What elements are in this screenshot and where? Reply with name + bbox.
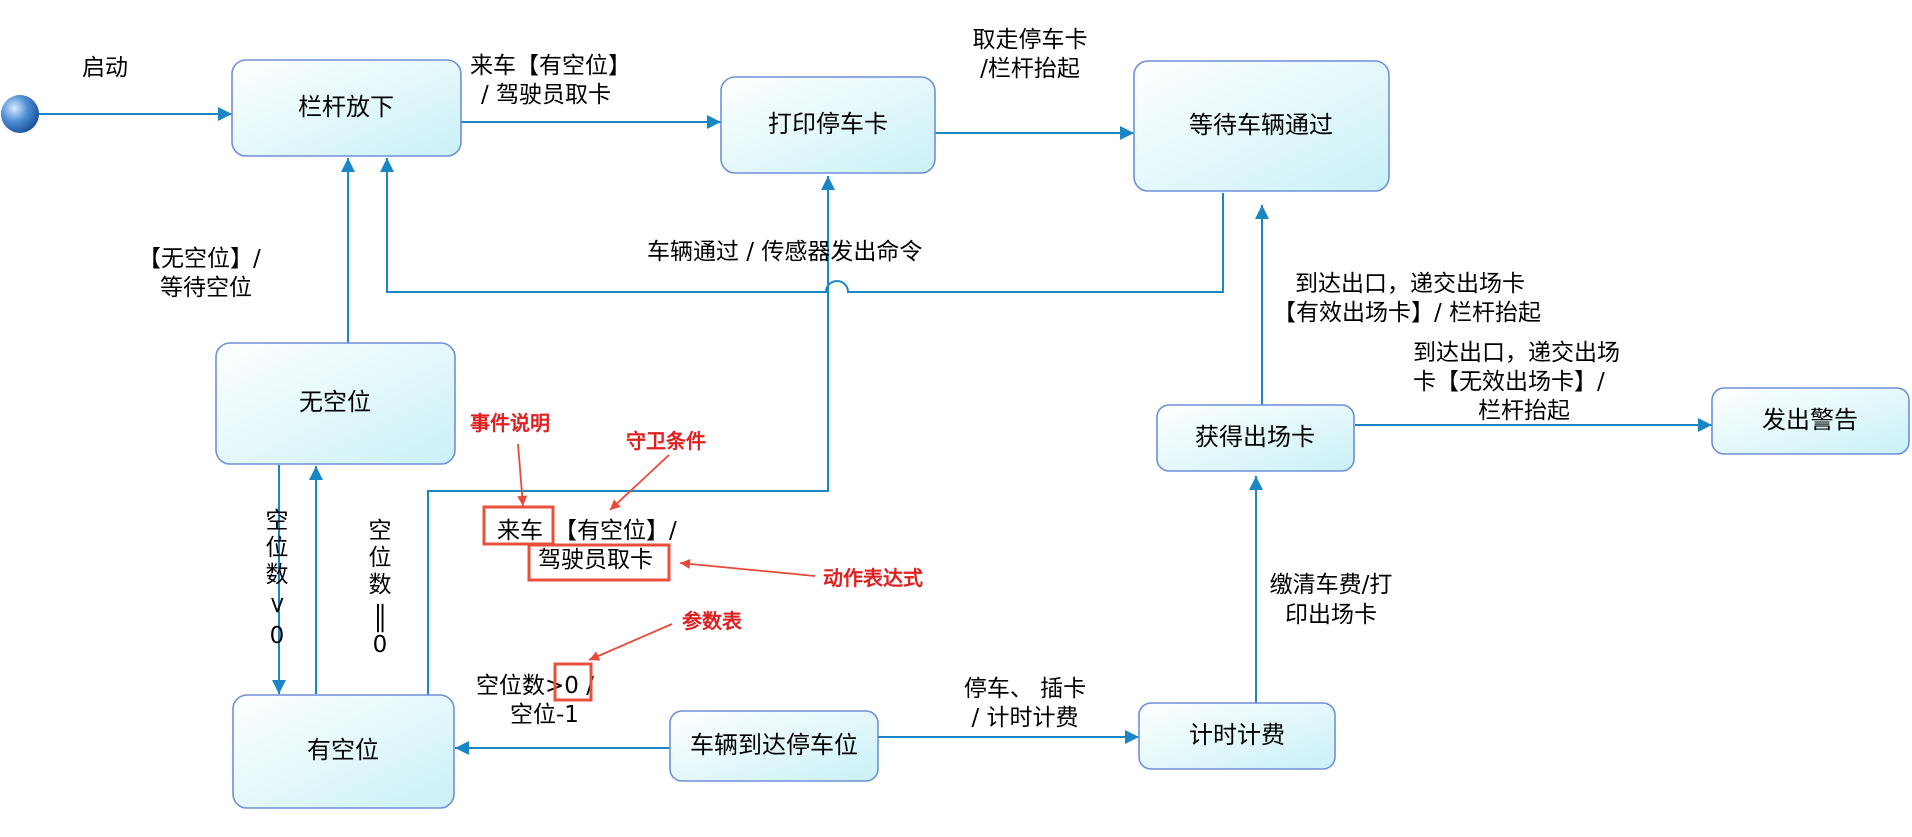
- example-event: 来车: [497, 518, 543, 544]
- label-pay-1: 缴清车费/打: [1270, 572, 1393, 598]
- label-gt-zero-char: 空: [266, 508, 289, 534]
- state-has-space: 有空位: [232, 694, 455, 809]
- label-invalid-3: 栏杆抬起: [1478, 398, 1570, 424]
- label-park-1: 停车、 插卡: [964, 676, 1086, 702]
- pointer-event: [517, 443, 528, 507]
- label-come-car-1: 来车【有空位】: [470, 53, 631, 79]
- state-arrive-spot-label: 车辆到达停车位: [690, 731, 858, 759]
- box-params: [553, 662, 593, 702]
- state-barrier-down-label: 栏杆放下: [298, 93, 394, 121]
- label-take-card-2: /栏杆抬起: [980, 56, 1080, 82]
- state-alarm: 发出警告: [1711, 387, 1910, 455]
- edge-has-space-come-car: [427, 176, 835, 697]
- label-dec-1: 空位数>0 /: [476, 673, 594, 699]
- box-action: [527, 543, 671, 582]
- label-come-car-2: / 驾驶员取卡: [481, 82, 611, 108]
- label-invalid-2: 卡【无效出场卡】/: [1413, 369, 1605, 395]
- label-pay-2: 印出场卡: [1285, 602, 1377, 628]
- label-dec-2: 空位-1: [510, 702, 579, 728]
- label-gt-zero-char: >: [264, 595, 290, 614]
- state-print-card: 打印停车卡: [720, 76, 936, 174]
- example-guard: 【有空位】/: [554, 518, 677, 544]
- label-eq-zero-char: 数: [369, 572, 392, 598]
- state-timing: 计时计费: [1138, 702, 1336, 770]
- label-gt-zero: 空 位 数 > 0: [264, 508, 290, 649]
- state-timing-label: 计时计费: [1189, 721, 1285, 749]
- label-no-space-2: 等待空位: [160, 275, 252, 301]
- label-valid-1: 到达出口，递交出场卡: [1295, 271, 1525, 297]
- state-has-space-label: 有空位: [307, 736, 379, 764]
- annotation-guard: 守卫条件: [626, 429, 706, 453]
- state-alarm-label: 发出警告: [1762, 406, 1858, 434]
- start-node: [1, 95, 39, 133]
- label-invalid-1: 到达出口，递交出场: [1413, 340, 1620, 366]
- state-wait-pass: 等待车辆通过: [1133, 60, 1390, 192]
- state-get-exit-card-label: 获得出场卡: [1195, 423, 1315, 451]
- label-eq-zero-char: =: [367, 615, 393, 634]
- label-gt-zero-char: 位: [266, 535, 289, 561]
- label-eq-zero-char: 位: [369, 545, 392, 571]
- annotation-params: 参数表: [682, 609, 743, 633]
- label-park-2: / 计时计费: [971, 705, 1078, 731]
- label-eq-zero: 空 位 数 = = 0: [367, 518, 393, 658]
- edge-passed: [380, 158, 1224, 293]
- example-action: 驾驶员取卡: [538, 547, 653, 573]
- state-print-card-label: 打印停车卡: [768, 110, 888, 138]
- label-no-space-1: 【无空位】/: [138, 246, 261, 272]
- edges: [38, 107, 1712, 755]
- pointer-guard: [609, 454, 670, 511]
- label-passed: 车辆通过 / 传感器发出命令: [647, 239, 922, 265]
- box-event: [482, 505, 555, 546]
- annotation-action: 动作表达式: [823, 566, 923, 590]
- annotation-event: 事件说明: [470, 411, 550, 435]
- label-start: 启动: [82, 55, 128, 81]
- state-arrive-spot: 车辆到达停车位: [669, 710, 879, 782]
- label-take-card-1: 取走停车卡: [973, 27, 1088, 53]
- state-no-space-label: 无空位: [299, 388, 371, 416]
- pointer-action: [679, 558, 816, 577]
- pointer-params: [588, 623, 673, 661]
- state-barrier-down: 栏杆放下: [231, 59, 462, 157]
- state-no-space: 无空位: [215, 342, 456, 465]
- label-valid-2: 【有效出场卡】/ 栏杆抬起: [1273, 300, 1541, 326]
- label-eq-zero-char: =: [367, 601, 393, 620]
- label-eq-zero-char: 空: [369, 518, 392, 544]
- label-gt-zero-char: 0: [270, 623, 285, 649]
- state-get-exit-card: 获得出场卡: [1156, 404, 1355, 472]
- state-wait-pass-label: 等待车辆通过: [1189, 111, 1333, 139]
- label-eq-zero-char: 0: [373, 632, 388, 658]
- label-gt-zero-char: 数: [266, 562, 289, 588]
